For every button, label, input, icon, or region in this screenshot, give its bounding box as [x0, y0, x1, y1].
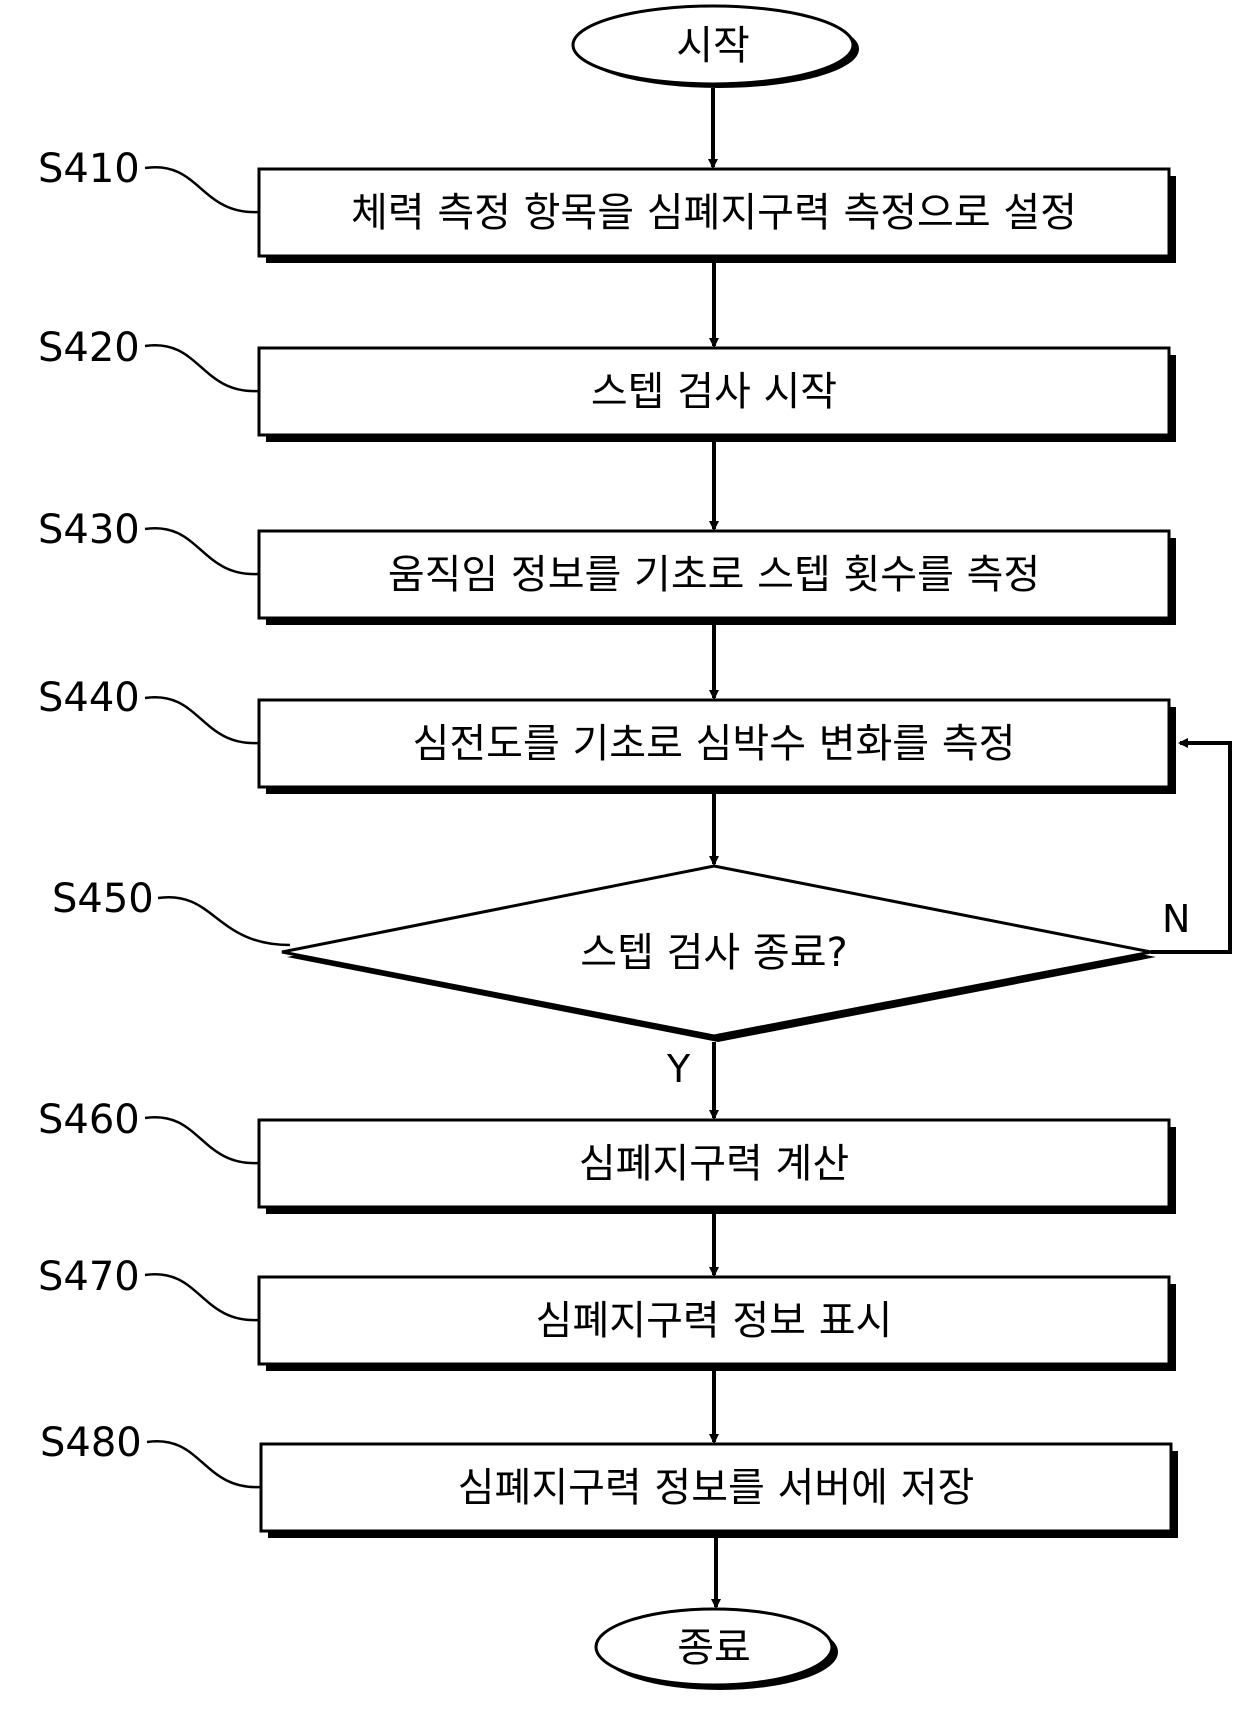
step-s440-label: S440: [38, 675, 140, 721]
start-label: 시작: [676, 23, 750, 69]
step-s480: 심폐지구력 정보를 서버에 저장 S480: [40, 1420, 1178, 1538]
step-s480-text: 심폐지구력 정보를 서버에 저장: [458, 1465, 975, 1511]
step-s420: 스텝 검사 시작 S420: [38, 325, 1176, 442]
step-s430-leader: [145, 528, 259, 574]
step-s480-label: S480: [40, 1420, 142, 1466]
step-s470-label: S470: [38, 1254, 140, 1300]
end-terminal: 종료: [596, 1609, 838, 1690]
step-s430-label: S430: [38, 507, 140, 553]
step-s420-text: 스텝 검사 시작: [591, 369, 837, 415]
connectors: [713, 88, 1230, 1607]
step-s420-leader: [145, 345, 259, 391]
branch-yes-label: Y: [666, 1047, 691, 1091]
step-s440-leader: [145, 697, 259, 743]
step-s480-leader: [147, 1441, 261, 1487]
step-s460-leader: [145, 1117, 259, 1163]
decision-s450: 스텝 검사 종료? S450: [52, 866, 1156, 1042]
decision-s450-leader: [158, 897, 290, 945]
step-s470-text: 심폐지구력 정보 표시: [536, 1298, 893, 1344]
step-s440-text: 심전도를 기초로 심박수 변화를 측정: [413, 721, 1016, 767]
decision-s450-label: S450: [52, 876, 154, 922]
decision-s450-text: 스텝 검사 종료?: [580, 930, 847, 976]
step-s460-text: 심폐지구력 계산: [579, 1141, 849, 1187]
branch-no-label: N: [1162, 897, 1190, 941]
step-s430-text: 움직임 정보를 기초로 스텝 횟수를 측정: [388, 552, 1040, 598]
step-s430: 움직임 정보를 기초로 스텝 횟수를 측정 S430: [38, 507, 1176, 625]
step-s410-leader: [145, 167, 259, 212]
step-s470-leader: [145, 1274, 259, 1320]
step-s470: 심폐지구력 정보 표시 S470: [38, 1254, 1176, 1371]
start-terminal: 시작: [573, 6, 859, 88]
step-s410-label: S410: [38, 146, 140, 192]
step-s410: 체력 측정 항목을 심폐지구력 측정으로 설정 S410: [38, 146, 1176, 263]
step-s460-label: S460: [38, 1097, 140, 1143]
step-s410-text: 체력 측정 항목을 심폐지구력 측정으로 설정: [351, 190, 1077, 236]
step-s440: 심전도를 기초로 심박수 변화를 측정 S440: [38, 675, 1176, 794]
step-s420-label: S420: [38, 325, 140, 371]
step-s460: 심폐지구력 계산 S460: [38, 1097, 1176, 1214]
end-label: 종료: [677, 1625, 751, 1671]
